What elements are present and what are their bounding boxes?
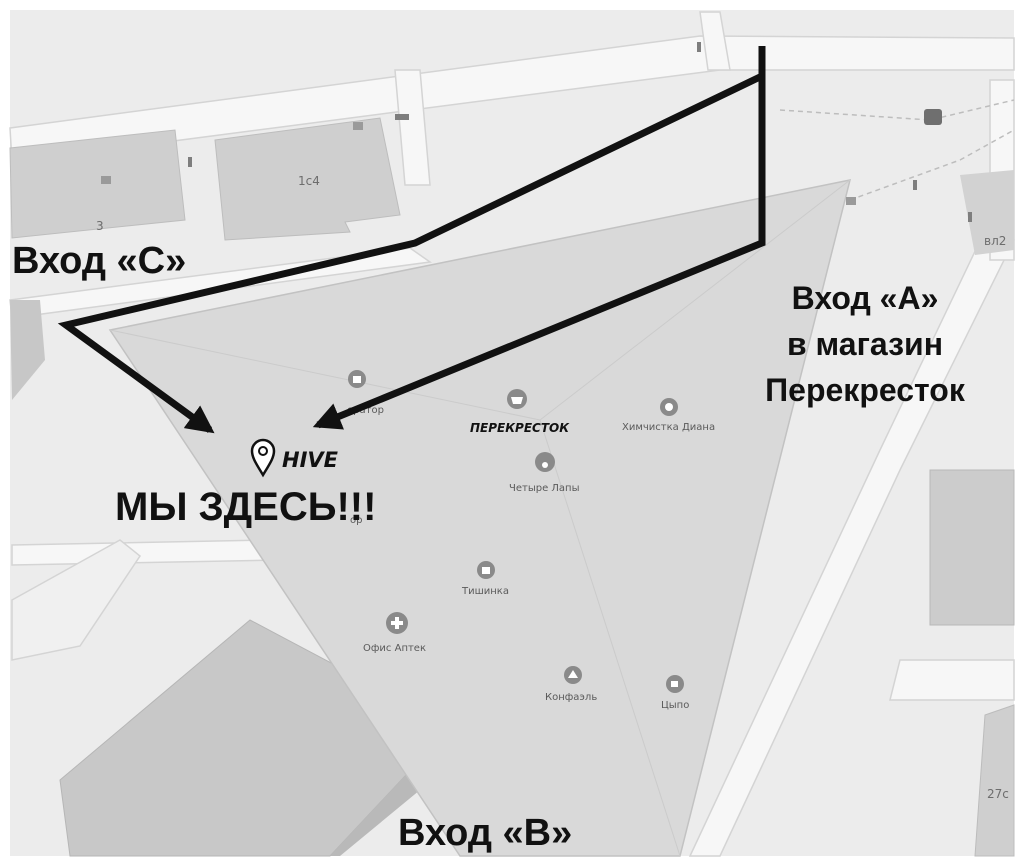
poi-konfael[interactable]: Конфаэль bbox=[545, 666, 597, 703]
entrance-a-label-line2: в магазин bbox=[787, 326, 943, 362]
poi-label: Офис Аптек bbox=[363, 643, 426, 654]
bicycle-parking-icon bbox=[924, 109, 942, 125]
building-label-3: 3 bbox=[96, 219, 104, 233]
hive-logo: HIVE bbox=[282, 448, 339, 472]
barrier-icon bbox=[697, 42, 701, 52]
buildings bbox=[9, 117, 1015, 857]
poi-label: Четыре Лапы bbox=[509, 483, 580, 494]
barrier-icon bbox=[395, 114, 409, 120]
route-arrows bbox=[57, 46, 766, 434]
road-southwest bbox=[11, 539, 282, 566]
road-southwest-curve bbox=[11, 539, 142, 661]
poi-chetyre-lapy[interactable]: Четыре Лапы bbox=[509, 452, 580, 494]
poi-perekrestok[interactable]: ПЕРЕКРЕСТОК bbox=[470, 389, 570, 435]
mall-area bbox=[108, 179, 852, 857]
poi-khimchistka[interactable]: Химчистка Диана bbox=[622, 398, 715, 433]
footpaths bbox=[19, 99, 1015, 201]
poi-label: Конфаэль bbox=[545, 692, 597, 703]
building-1c4 bbox=[214, 117, 401, 241]
building-west-edge bbox=[10, 300, 45, 400]
barrier-icon bbox=[968, 212, 972, 222]
poi-operator[interactable]: ератор bbox=[347, 370, 384, 416]
building-label-1c4: 1с4 bbox=[298, 174, 320, 188]
barrier-icon bbox=[188, 157, 192, 167]
here-label: МЫ ЗДЕСЬ!!! bbox=[115, 485, 376, 529]
entrance-a-label-line1: Вход «А» bbox=[792, 280, 939, 316]
route-to-entrance-c bbox=[57, 46, 766, 434]
entrance-icon bbox=[353, 122, 363, 130]
partial-poi-label: ор bbox=[350, 515, 362, 526]
building-label-vl2: вл2 bbox=[984, 234, 1006, 248]
entrance-icon bbox=[846, 197, 856, 205]
building-vl2 bbox=[960, 170, 1014, 255]
building-label-27c: 27с bbox=[987, 787, 1009, 801]
perekrestok-logo: ПЕРЕКРЕСТОК bbox=[470, 421, 570, 435]
poi-tsypo[interactable]: Цыпо bbox=[661, 675, 689, 711]
road-east-lower bbox=[889, 659, 1015, 701]
barrier-icon bbox=[913, 180, 917, 190]
road-inner bbox=[394, 69, 431, 186]
hive-location[interactable]: HIVE bbox=[250, 438, 339, 478]
entrance-c-label: Вход «С» bbox=[12, 240, 186, 282]
building-27c bbox=[974, 704, 1015, 857]
entrance-b-label: Вход «В» bbox=[398, 812, 572, 854]
building-3 bbox=[9, 129, 186, 239]
road-north-spur bbox=[699, 11, 731, 71]
poi-label: Цыпо bbox=[661, 700, 689, 711]
location-pin-icon bbox=[250, 438, 276, 478]
poi-ofis-aptek[interactable]: Офис Аптек bbox=[363, 612, 426, 654]
map-small-icons bbox=[101, 42, 972, 222]
building-east bbox=[929, 469, 1015, 626]
poi-label: Тишинка bbox=[461, 586, 509, 597]
poi-label: ератор bbox=[347, 405, 384, 416]
poi-tishinka[interactable]: Тишинка bbox=[461, 561, 509, 597]
route-to-entrance-a bbox=[312, 76, 766, 430]
entrance-icon bbox=[101, 176, 111, 184]
entrance-a-label-line3: Перекресток bbox=[765, 372, 966, 408]
poi-label: Химчистка Диана bbox=[622, 422, 715, 433]
